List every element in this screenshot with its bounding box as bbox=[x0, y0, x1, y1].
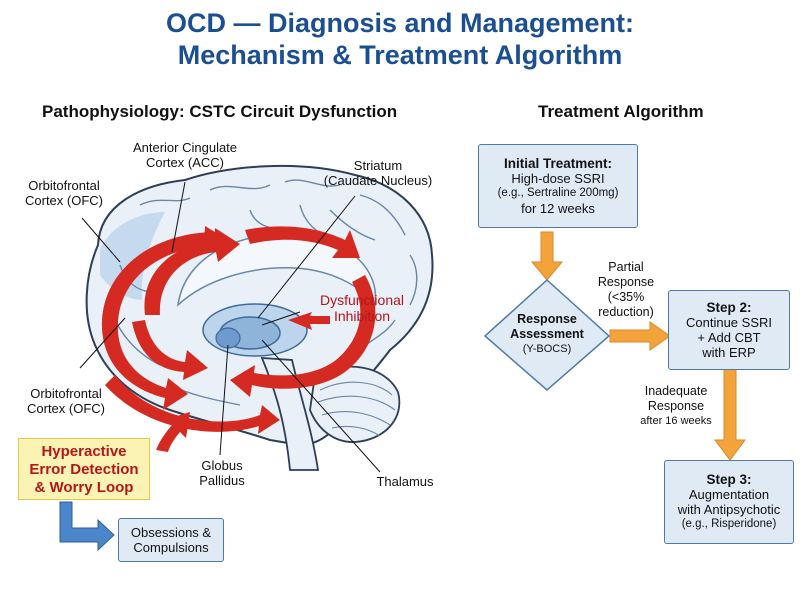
outcome-line2: Compulsions bbox=[133, 540, 209, 555]
assessment-text: Response Assessment (Y-BOCS) bbox=[497, 312, 597, 357]
acc-line2: Cortex (ACC) bbox=[145, 155, 224, 170]
label-thalamus: Thalamus bbox=[376, 474, 434, 489]
dysfunctional-line2: Inhibition bbox=[333, 308, 391, 324]
step2-title: Step 2: bbox=[706, 300, 752, 315]
label-leader-lines bbox=[79, 181, 381, 473]
flow-arrows bbox=[530, 231, 746, 461]
label-striatum: Striatum (Caudate Nucleus) bbox=[312, 158, 444, 188]
hyperactive-line1: Hyperactive bbox=[41, 443, 127, 460]
dysfunctional-line1: Dysfunctional bbox=[319, 292, 405, 308]
inadequate-line1: Inadequate bbox=[644, 384, 708, 398]
partial-line2: Response bbox=[597, 275, 655, 289]
assessment-line1: Response bbox=[517, 312, 577, 326]
partial-line4: reduction) bbox=[598, 305, 654, 319]
initial-line4: for 12 weeks bbox=[521, 201, 595, 216]
partial-line3: (<35% bbox=[607, 290, 645, 304]
step2-line2: Continue SSRI bbox=[686, 315, 772, 330]
initial-line2: High-dose SSRI bbox=[511, 171, 605, 186]
obsessions-compulsions-box: Obsessions & Compulsions bbox=[118, 518, 224, 562]
label-partial-response: Partial Response (<35% reduction) bbox=[586, 260, 666, 320]
label-ofc-bottom: Orbitofrontal Cortex (OFC) bbox=[12, 386, 120, 416]
arrow-assessment-to-step2 bbox=[609, 321, 671, 351]
outer-loop-arrow bbox=[101, 232, 210, 410]
label-dysfunctional-inhibition: Dysfunctional Inhibition bbox=[306, 292, 418, 324]
initial-treatment-box: Initial Treatment: High-dose SSRI (e.g.,… bbox=[478, 144, 638, 228]
step2-box: Step 2: Continue SSRI + Add CBT with ERP bbox=[668, 290, 790, 370]
outcome-line1: Obsessions & bbox=[130, 525, 212, 540]
step3-line2: Augmentation bbox=[688, 487, 770, 502]
outcome-arrow bbox=[59, 501, 115, 552]
feedback-arrow bbox=[156, 412, 190, 452]
initial-line3: (e.g., Sertraline 200mg) bbox=[497, 187, 619, 199]
label-inadequate-response: Inadequate Response after 16 weeks bbox=[628, 384, 724, 429]
hyperactive-loop-box: Hyperactive Error Detection & Worry Loop bbox=[18, 438, 150, 500]
assessment-diamond bbox=[483, 278, 611, 391]
assessment-line2: Assessment bbox=[510, 327, 584, 341]
step2-line4: with ERP bbox=[702, 345, 756, 360]
step3-title: Step 3: bbox=[706, 472, 752, 487]
assessment-line3: (Y-BOCS) bbox=[522, 343, 572, 355]
brain-illustration bbox=[85, 164, 434, 471]
inadequate-line3: after 16 weeks bbox=[640, 415, 712, 427]
pathophysiology-heading: Pathophysiology: CSTC Circuit Dysfunctio… bbox=[42, 102, 398, 121]
initial-title: Initial Treatment: bbox=[503, 156, 613, 171]
step3-line4: (e.g., Risperidone) bbox=[681, 518, 777, 530]
inner-loop-arrow bbox=[144, 228, 240, 315]
hyperactive-line2: Error Detection bbox=[29, 461, 139, 478]
step3-line3: with Antipsychotic bbox=[677, 502, 781, 517]
globus-line2: Pallidus bbox=[199, 473, 245, 488]
ofc-top-line1: Orbitofrontal bbox=[28, 178, 100, 193]
label-globus-pallidus: Globus Pallidus bbox=[182, 458, 262, 488]
page-title-line2: Mechanism & Treatment Algorithm bbox=[177, 40, 623, 70]
globus-line1: Globus bbox=[201, 458, 243, 473]
label-acc: Anterior Cingulate Cortex (ACC) bbox=[120, 140, 250, 170]
arrow-initial-to-assessment bbox=[530, 231, 564, 281]
step3-box: Step 3: Augmentation with Antipsychotic … bbox=[664, 460, 794, 544]
inhibition-arrow bbox=[288, 312, 330, 330]
step2-line3: + Add CBT bbox=[697, 330, 761, 345]
partial-line1: Partial bbox=[608, 260, 644, 274]
label-ofc-top: Orbitofrontal Cortex (OFC) bbox=[10, 178, 118, 208]
striatum-line2: (Caudate Nucleus) bbox=[323, 173, 433, 188]
inadequate-line2: Response bbox=[647, 399, 705, 413]
ofc-bottom-line1: Orbitofrontal bbox=[30, 386, 102, 401]
cstc-loop-arrows bbox=[101, 226, 376, 452]
striatum-line1: Striatum bbox=[353, 158, 403, 173]
hyperactive-line3: & Worry Loop bbox=[34, 479, 134, 496]
ofc-bottom-line2: Cortex (OFC) bbox=[27, 401, 105, 416]
treatment-heading: Treatment Algorithm bbox=[538, 102, 704, 121]
acc-line1: Anterior Cingulate bbox=[132, 140, 238, 155]
page-title-line1: OCD — Diagnosis and Management: bbox=[165, 8, 635, 38]
ofc-top-line2: Cortex (OFC) bbox=[25, 193, 103, 208]
arrow-step2-to-step3 bbox=[714, 367, 746, 461]
